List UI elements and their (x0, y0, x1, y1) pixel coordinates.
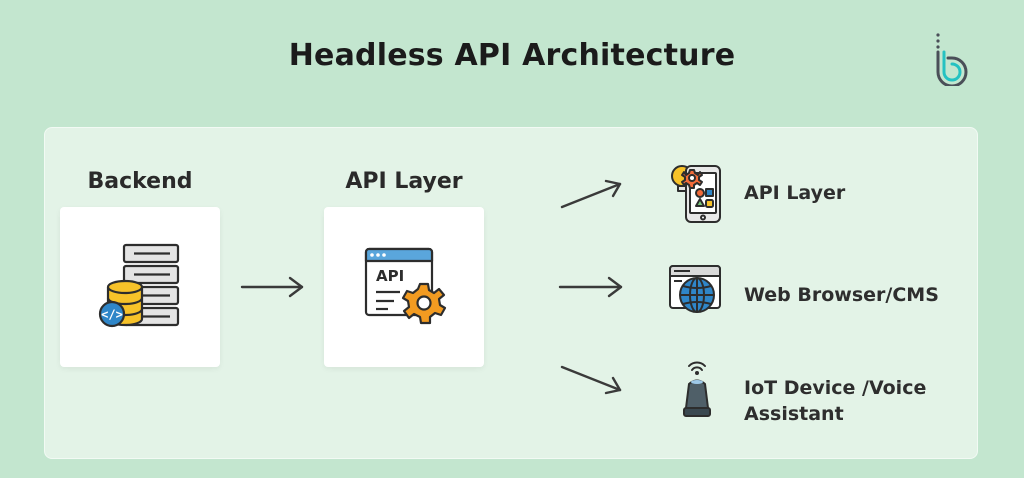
svg-text:</>: </> (101, 308, 123, 322)
target-label-api-layer: API Layer (744, 182, 846, 204)
arrow-to-app (560, 179, 622, 209)
api-window-gear-icon: API (364, 247, 447, 325)
backend-label: Backend (87, 169, 193, 194)
mobile-app-gear-icon (671, 165, 721, 223)
diagram-title: Headless API Architecture (288, 38, 736, 73)
target-label-iot-line2: Assistant (744, 403, 844, 425)
smart-speaker-icon (683, 361, 711, 417)
brand-b-logo-icon (936, 33, 968, 86)
api-layer-card: API (324, 207, 484, 367)
browser-globe-icon (669, 265, 721, 313)
backend-card: </> (60, 207, 220, 367)
server-database-code-icon: </> (98, 243, 180, 328)
arrow-backend-to-api (240, 276, 304, 298)
target-label-web-browser: Web Browser/CMS (744, 284, 939, 306)
api-layer-label: API Layer (345, 169, 463, 194)
target-label-iot-line1: IoT Device /Voice (744, 377, 927, 399)
arrow-to-browser (558, 276, 623, 298)
svg-text:API: API (376, 267, 404, 285)
arrow-to-iot (560, 365, 622, 395)
